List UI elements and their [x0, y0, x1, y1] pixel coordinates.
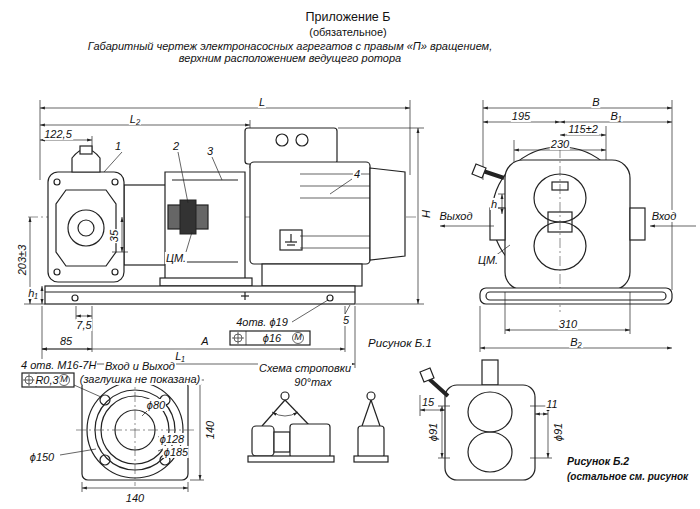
- callout-number: 2: [172, 140, 180, 152]
- dimension-label: B₂: [569, 336, 583, 348]
- tolerance-modifier: M: [293, 333, 303, 343]
- dimension-label: ϕ80: [146, 399, 166, 411]
- dimension-label: 7,5: [75, 319, 92, 331]
- dimension-label: B: [591, 96, 600, 108]
- callout-number: 3: [206, 145, 214, 157]
- tolerance-value: ϕ16: [262, 332, 282, 344]
- view-title: Вход и Выход: [104, 360, 176, 372]
- slinging-scheme: [248, 392, 388, 462]
- dimension-label: 35: [108, 229, 120, 243]
- dimension-label: ϕ150: [29, 451, 55, 463]
- view-note: (заглушка не показана): [79, 373, 202, 385]
- dimension-label: 15: [421, 396, 435, 408]
- figure-caption: Рисунок Б.2: [566, 456, 630, 468]
- dimension-label: ϕ128: [159, 433, 185, 445]
- tolerance-value: R0,3: [34, 374, 59, 386]
- dimension-label: 140: [125, 492, 145, 504]
- flange-view: [22, 373, 204, 492]
- figure-caption: (остальное см. рисунок: [566, 471, 689, 482]
- center-mass-mark: ЦМ.: [477, 254, 499, 266]
- dimension-label: L: [258, 96, 266, 108]
- dimension-label: ϕ91: [552, 422, 564, 442]
- dimension-label: 230: [550, 138, 570, 150]
- hole-spec: 4отв. ϕ19: [235, 316, 289, 328]
- callout-number: 1: [114, 140, 122, 152]
- dimension-label: 11: [545, 398, 558, 410]
- dimension-label: 122,5: [43, 128, 73, 140]
- dimension-label: L₂: [129, 113, 141, 125]
- side-view: [440, 100, 696, 352]
- dimension-label: H: [420, 209, 432, 219]
- dimension-label: h₁: [27, 287, 39, 299]
- figure-caption: Рисунок Б.1: [367, 337, 433, 350]
- front-view: [24, 100, 424, 368]
- dimension-label: 203±3: [16, 244, 28, 277]
- dimension-label: 90°max: [293, 376, 332, 388]
- port-label: Вход: [651, 210, 678, 222]
- callout-number: 4: [353, 168, 361, 180]
- page-title: Приложение Б: [305, 11, 392, 25]
- dimension-label: h: [490, 198, 498, 210]
- center-mass-mark: ЦМ.: [165, 252, 187, 264]
- end-view: [420, 360, 552, 480]
- view-title: Схема строповки: [258, 362, 352, 374]
- dimension-label: 85: [59, 335, 73, 347]
- dimension-label: L₁: [174, 350, 186, 362]
- port-label: Выход: [438, 210, 473, 222]
- dimension-label: A: [200, 335, 209, 347]
- dimension-label: 140: [204, 420, 216, 440]
- dimension-label: 115±2: [567, 123, 599, 135]
- drawing-caption: Габаритный чертеж электронасосных агрега…: [79, 40, 501, 64]
- dimension-label: 310: [558, 318, 578, 330]
- dimension-label: 195: [511, 110, 531, 122]
- dimension-label: ϕ91: [427, 422, 439, 442]
- tolerance-modifier: M: [59, 375, 69, 385]
- dimension-label: B₁: [610, 110, 623, 122]
- hole-spec: 4 отв. M16-7H: [20, 359, 97, 371]
- callout-number: 5: [342, 314, 350, 326]
- dimension-label: ϕ185: [163, 446, 189, 458]
- subtitle: (обязательное): [308, 26, 388, 38]
